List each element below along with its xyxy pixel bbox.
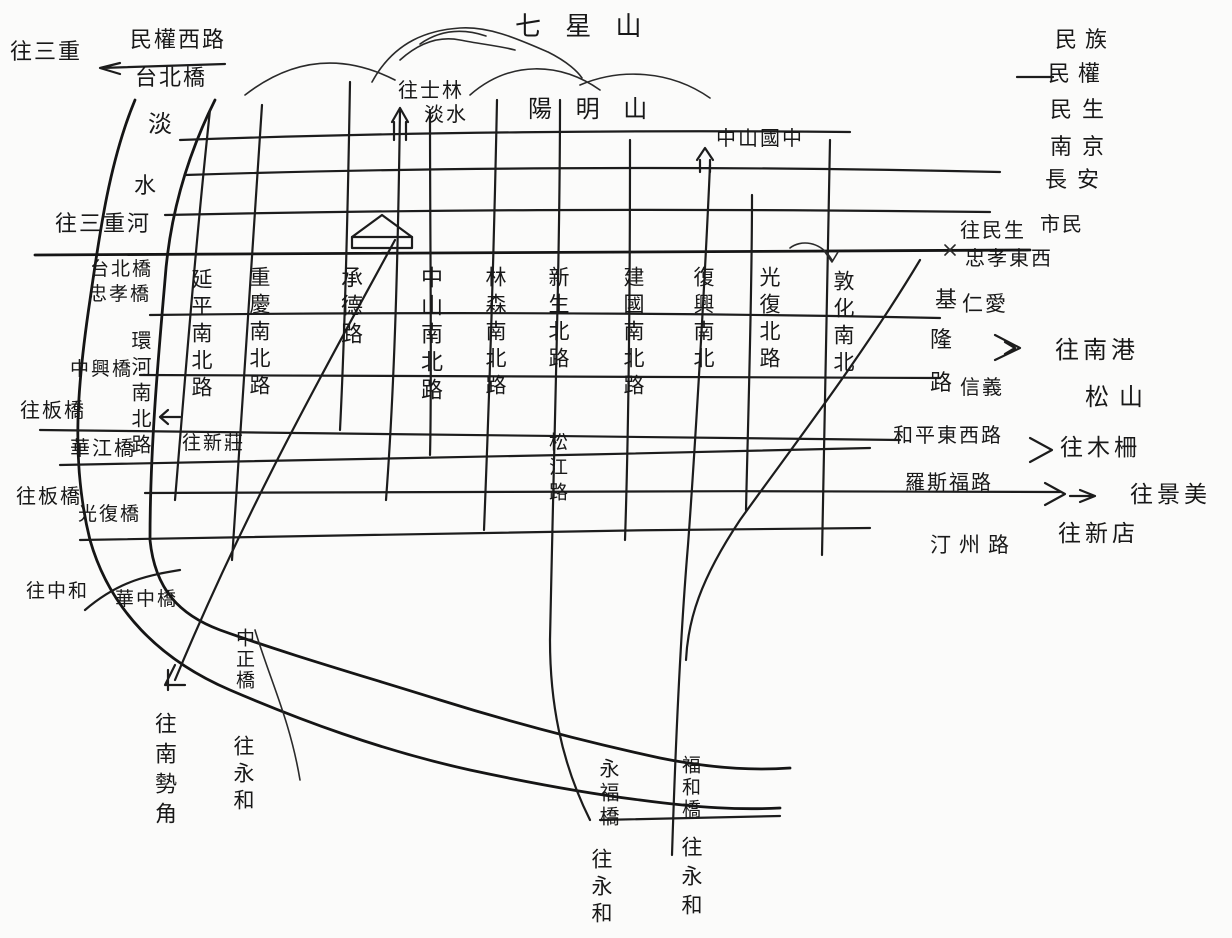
station-icon	[350, 213, 414, 250]
river-danshui-label-1: 淡	[148, 110, 172, 138]
shimin-blvd-label: 市民	[1040, 212, 1084, 236]
to-muzha-label: 往木柵	[1060, 435, 1141, 461]
guangfu-bridge-label: 光復橋	[78, 503, 142, 525]
huazhong-bridge-label: 華中橋	[115, 588, 179, 610]
to-nanshijiao-label: 往南勢角	[151, 712, 176, 832]
chongqing-road-label: 重慶南北路	[247, 266, 271, 401]
jilong-road-label-ji: 基	[935, 288, 960, 313]
to-sanchong-label: 往三重	[10, 40, 83, 65]
to-xindian-label: 往新店	[1058, 521, 1139, 547]
to-yonghe-label-3: 往永和	[679, 836, 703, 923]
to-zhonghe-label: 往中和	[26, 580, 90, 602]
zhongxiao-east-west-label: 忠孝東西	[965, 246, 1053, 270]
heping-east-west-road-label: 和平東西路	[893, 423, 1003, 447]
fuhe-bridge-label: 福和橋	[679, 755, 701, 821]
minquan-west-road-label: 民權西路	[130, 28, 227, 53]
zhongshan-junior-high-label: 中山國中	[716, 126, 804, 150]
qixing-mountain-label: 七 星 山	[515, 12, 650, 42]
north-south-roads	[173, 80, 832, 857]
jilong-road-label-lu: 路	[930, 371, 955, 396]
to-sanchong-he-label: 往三重河	[55, 212, 152, 237]
taipei-bridge-label: 台北橋	[135, 66, 208, 91]
to-shilin-label: 往士林	[398, 78, 464, 102]
songshan-label: 松山	[1085, 383, 1153, 411]
songjiang-road-label: 松江路	[546, 432, 568, 507]
to-minsheng-label: 往民生	[960, 218, 1026, 242]
zhongxing-bridge-label: 中興橋	[70, 358, 134, 380]
zhongzheng-bridge-label: 中正橋	[233, 628, 255, 691]
yongfu-bridge-label: 永福橋	[596, 758, 620, 830]
danshui-direction-label: 淡水	[424, 102, 468, 126]
to-jingmei-label: 往景美	[1130, 482, 1211, 508]
fuxing-road-label: 復興南北	[691, 266, 715, 374]
to-banqiao-label-1: 往板橋	[20, 398, 86, 422]
tingzhou-road-label: 汀州路	[930, 533, 1017, 557]
guangfu-road-label: 光復北路	[757, 266, 781, 374]
river-danshui	[76, 98, 792, 811]
mountain-outline-qixing	[371, 27, 583, 83]
linsen-road-label: 林森南北路	[483, 266, 507, 401]
chengde-road-label: 承德路	[337, 266, 362, 350]
road-list-minquan: 民權	[1048, 62, 1109, 87]
xinyi-road-label: 信義	[960, 375, 1004, 399]
yangming-mountain-label: 陽 明 山	[528, 95, 656, 123]
road-list-dash	[1015, 75, 1055, 79]
ring-road-label: 環河南北路	[128, 330, 152, 460]
renai-road-label: 仁愛	[962, 292, 1008, 316]
huajiang-bridge-label: 華江橋	[70, 436, 136, 460]
zhongxiao-bridge-label: 忠孝橋	[88, 283, 152, 305]
diagonal-roads	[173, 238, 922, 781]
arrow-icons	[98, 61, 1097, 692]
road-list-minzu: 民族	[1055, 28, 1116, 53]
mountain-outline-yangming	[244, 62, 711, 99]
to-nangang-label: 往南港	[1055, 336, 1139, 364]
to-banqiao-label-2: 往板橋	[16, 484, 82, 508]
to-yonghe-label-1: 往永和	[231, 735, 255, 816]
roosevelt-road-label: 羅斯福路	[905, 470, 993, 494]
river-danshui-label-2: 水	[134, 174, 157, 199]
jilong-road-label-long: 隆	[930, 328, 955, 353]
jianguo-road-label: 建國南北路	[621, 266, 645, 401]
taipei-bridge-label-2: 台北橋	[90, 258, 154, 280]
zhongshan-road-label: 中山南北路	[417, 266, 442, 406]
to-yonghe-label-2: 往永和	[589, 848, 613, 929]
road-list-nanjing: 南京	[1050, 135, 1115, 160]
dunhua-road-label: 敦化南北	[831, 270, 855, 378]
road-list-changan: 長安	[1045, 168, 1110, 193]
road-list-minsheng: 民生	[1050, 98, 1115, 123]
xinsheng-road-label: 新生北路	[546, 266, 570, 374]
yanping-road-label: 延平南北路	[189, 268, 213, 403]
to-xinzhuang-label: 往新莊	[182, 432, 246, 454]
